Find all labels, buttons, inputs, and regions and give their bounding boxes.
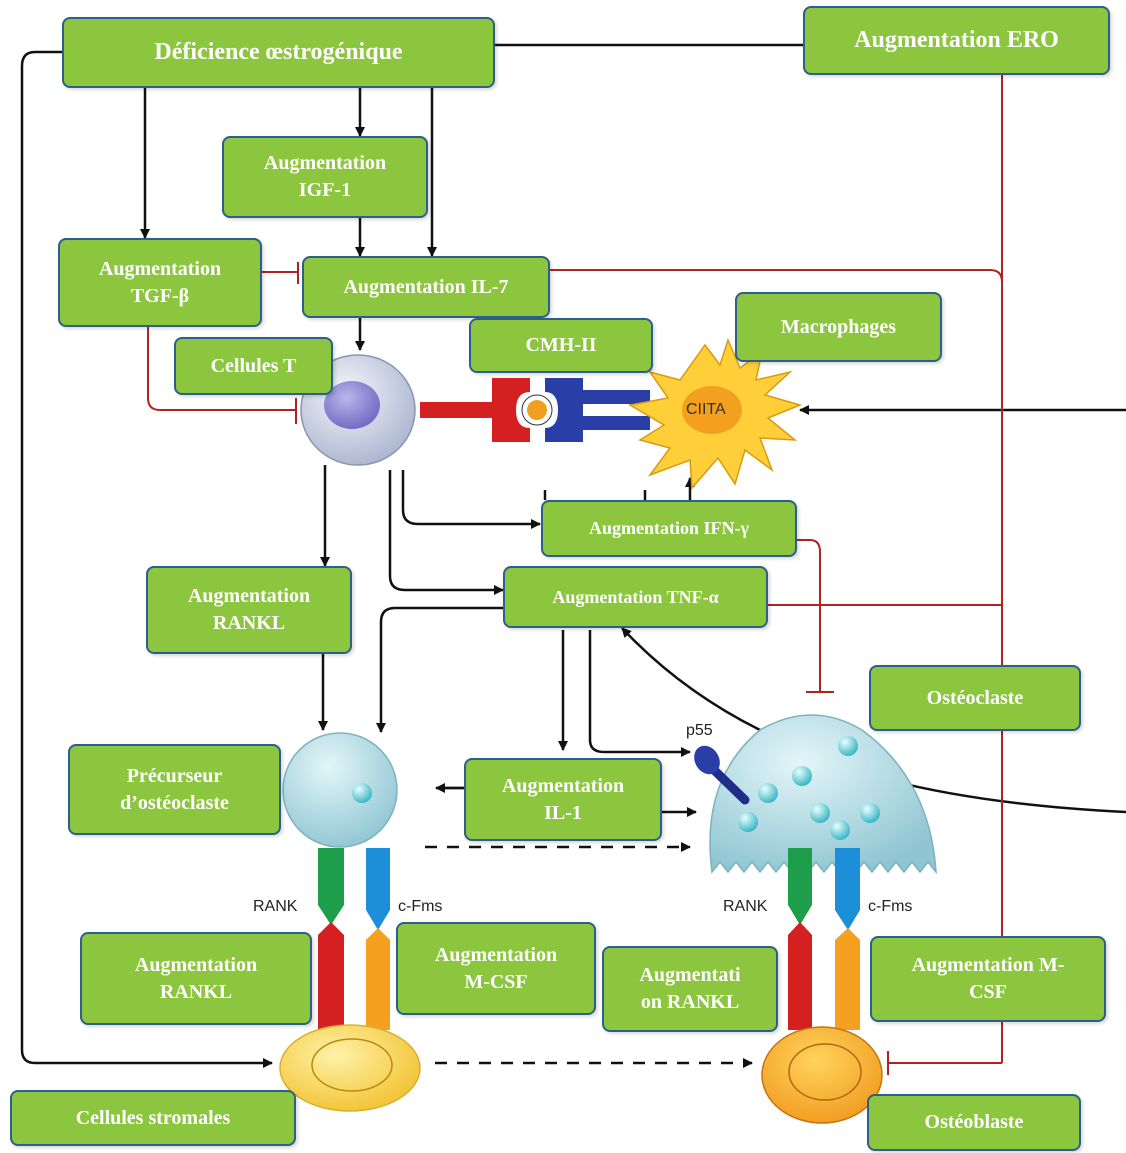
augmentation-mcsf-right-box: Augmentation M- CSF [870,936,1106,1022]
rank-label-left: RANK [253,898,298,915]
cfms-label-left: c-Fms [398,898,443,915]
augmentation-rankl-top-box: Augmentation RANKL [146,566,352,654]
stromal-cell-shape [279,1024,421,1112]
cfms-label-right: c-Fms [868,898,913,915]
osteoclaste-box: Ostéoclaste [869,665,1081,731]
osteoclast-precursor-shape [282,732,398,848]
cmh-ii-box: CMH-II [469,318,653,373]
augmentation-tgfb-box: Augmentation TGF-β [58,238,262,327]
osteoblast-shape [761,1026,883,1124]
augmentation-rankl-right-box: Augmentati on RANKL [602,946,778,1032]
augmentation-il1-box: Augmentation IL-1 [464,758,662,841]
activation-arrows [20,43,1126,1068]
osteoblaste-box: Ostéoblaste [867,1094,1081,1151]
augmentation-ero-box: Augmentation ERO [803,6,1110,75]
macrophages-box: Macrophages [735,292,942,362]
osteoclast-shape [709,714,937,875]
p55-receptor [694,745,750,805]
precurseur-osteoclaste-box: Précurseur d’ostéoclaste [68,744,281,835]
augmentation-tnfa-box: Augmentation TNF-α [503,566,768,628]
cellules-t-box: Cellules T [174,337,333,395]
receptors-right [788,848,860,1030]
p55-label: p55 [686,722,713,739]
augmentation-ifng-box: Augmentation IFN-γ [541,500,797,557]
receptors-left [318,848,390,1030]
rank-label-right: RANK [723,898,768,915]
inhibition-lines [147,75,1003,1075]
deficience-oestrogenique-box: Déficience œstrogénique [62,17,495,88]
cellules-stromales-box: Cellules stromales [10,1090,296,1146]
augmentation-rankl-left-box: Augmentation RANKL [80,932,312,1025]
tcr-mhc-complex [420,378,650,442]
augmentation-il7-box: Augmentation IL-7 [302,256,550,318]
augmentation-igf1-box: Augmentation IGF-1 [222,136,428,218]
dashed-arrows [425,842,753,1068]
ciita-label: CIITA [686,401,726,418]
augmentation-mcsf-left-box: Augmentation M-CSF [396,922,596,1015]
